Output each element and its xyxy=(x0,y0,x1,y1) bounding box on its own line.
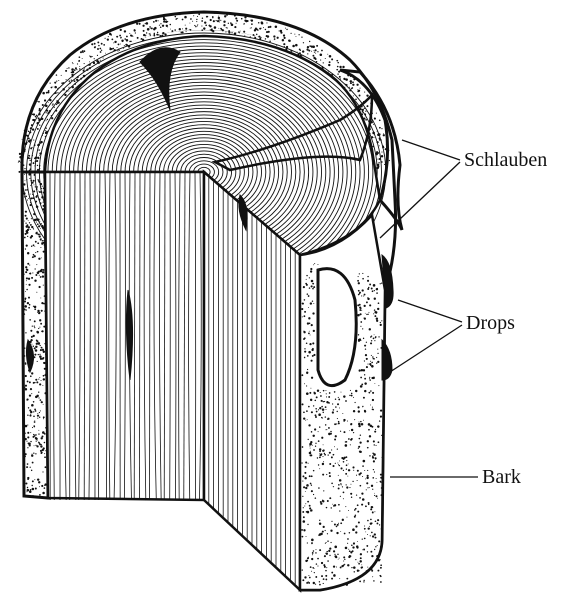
bark-right-face xyxy=(300,215,385,590)
label-bark: Bark xyxy=(482,467,521,487)
label-schlauben: Schlauben xyxy=(464,150,547,170)
label-drops: Drops xyxy=(466,313,515,333)
